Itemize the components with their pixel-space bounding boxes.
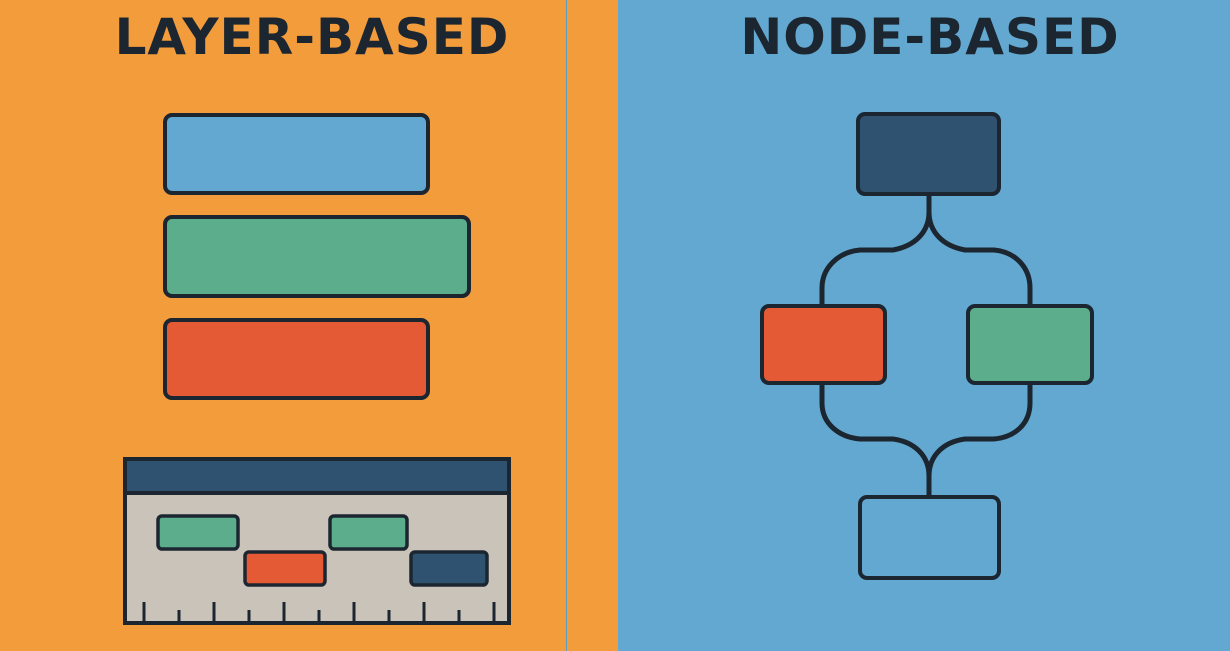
- timeline-header: [123, 457, 511, 495]
- node-bottom: [858, 495, 1001, 580]
- panel-divider-line: [566, 0, 567, 651]
- node-left: [760, 304, 887, 385]
- layer-stack: [163, 113, 471, 400]
- node-graph: [760, 112, 1094, 580]
- node-based-title: NODE-BASED: [740, 8, 1120, 66]
- connector-left-to-bottom: [819, 380, 932, 500]
- timeline-clip-red: [243, 550, 327, 587]
- layer-based-title: LAYER-BASED: [114, 8, 510, 66]
- timeline-panel: [123, 457, 511, 625]
- layer-bar-blue: [163, 113, 430, 195]
- connector-right-to-bottom: [926, 380, 1033, 479]
- connector-top-to-right: [926, 209, 1033, 309]
- layer-bar-green: [163, 215, 471, 298]
- timeline-clip-green-1: [156, 514, 240, 551]
- node-top: [856, 112, 1001, 196]
- node-connectors: [819, 192, 1033, 500]
- timeline-ruler-ticks: [142, 602, 496, 621]
- node-right: [966, 304, 1094, 385]
- layer-bar-red: [163, 318, 430, 400]
- timeline-clip-green-2: [328, 514, 409, 551]
- timeline-clip-navy: [409, 550, 489, 587]
- connector-top-to-left: [819, 192, 932, 309]
